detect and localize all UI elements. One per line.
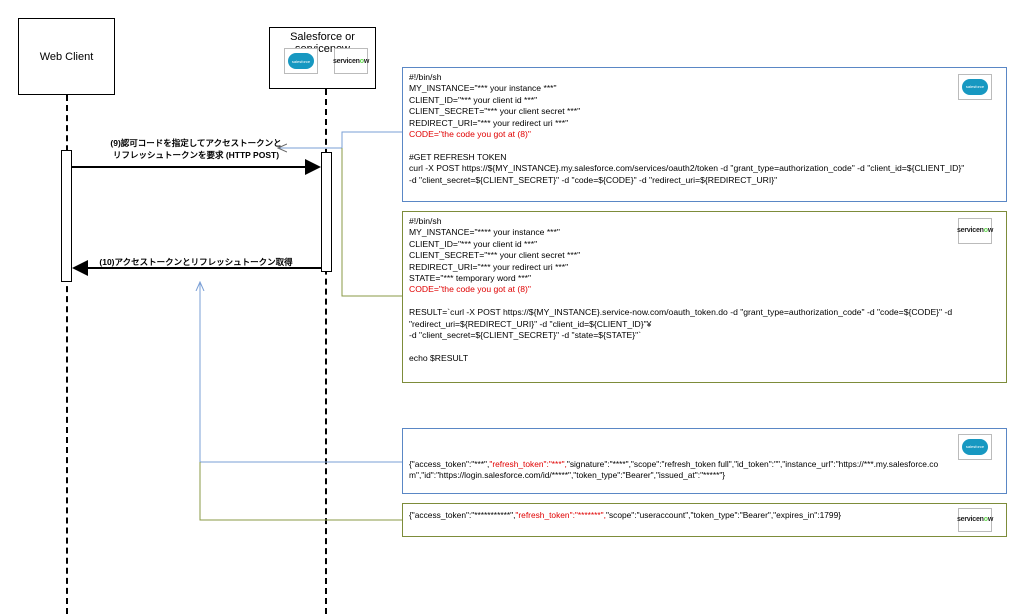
script-line: REDIRECT_URI="*** your redirect uri ***" [409,261,569,272]
servicenow-logo: servicenow [332,48,370,74]
script-line: CLIENT_ID="*** your client id ***" [409,238,538,249]
script-line: #GET REFRESH TOKEN [409,151,507,162]
servicenow-response-box: {"access_token":"***********","refresh_t… [402,503,1007,537]
script-line: curl -X POST https://${MY_INSTANCE}.my.s… [409,163,965,174]
salesforce-cloud-icon: salesforce [962,439,988,455]
script-line: #!/bin/sh [409,216,442,226]
script-line: CODE="the code you got at (8)" [409,284,531,295]
script-line: CODE="the code you got at (8)" [409,129,531,140]
server-actor: Salesforce or servicenow salesforce serv… [269,27,376,89]
web-client-actor: Web Client [18,18,115,95]
script-line [409,296,1000,307]
request-message-line1: (9)認可コードを指定してアクセストークンと [110,138,282,148]
script-line: -d "client_secret=${CLIENT_SECRET}" -d "… [409,330,642,341]
salesforce-logo-text: salesforce [965,84,985,90]
salesforce-refresh-token: "refresh_token":"***", [489,459,567,469]
script-line [409,140,1000,151]
script-line: echo $RESULT [409,352,469,363]
response-message-text: (10)アクセストークンとリフレッシュトークン取得 [99,257,293,267]
script-line [409,341,1000,352]
servicenow-refresh-token: "refresh_token":"*******", [515,510,606,520]
script-line: RESULT=`curl -X POST https://${MY_INSTAN… [409,307,953,318]
server-lifeline [325,89,327,614]
salesforce-cloud-icon: salesforce [962,79,988,95]
server-activation [321,152,332,272]
salesforce-response-callout [200,282,402,463]
servicenow-logo-text: servicenow [956,516,994,524]
salesforce-logo-text: salesforce [291,58,311,64]
script-line: STATE="*** temporary word ***" [409,273,532,284]
script-line: -d "client_secret=${CLIENT_SECRET}" -d "… [409,174,778,185]
web-client-label: Web Client [39,50,94,63]
salesforce-script-logo: salesforce [958,74,992,100]
salesforce-logo: salesforce [284,48,318,74]
script-line: REDIRECT_URI="*** your redirect uri ***" [409,117,569,128]
request-message: (9)認可コードを指定してアクセストークンと リフレッシュトークンを要求 (HT… [80,137,312,161]
salesforce-response-logo: salesforce [958,434,992,460]
script-line: #!/bin/sh [409,72,442,82]
servicenow-script-callout [341,148,402,297]
servicenow-logo-text: servicenow [332,57,370,65]
servicenow-response-callout [199,462,402,521]
web-client-activation [61,150,72,282]
web-client-lifeline [66,95,68,614]
response-message: (10)アクセストークンとリフレッシュトークン取得 [78,256,314,268]
script-line: CLIENT_SECRET="*** your client secret **… [409,106,581,117]
script-line: "redirect_uri=${REDIRECT_URI}" -d "clien… [409,318,652,329]
servicenow-logo-text: servicenow [956,227,994,235]
request-message-line2: リフレッシュトークンを要求 (HTTP POST) [112,150,280,160]
salesforce-response-box: {"access_token":"***","refresh_token":"*… [402,428,1007,494]
salesforce-response-json: {"access_token":"***","refresh_token":"*… [409,459,939,481]
servicenow-script-logo: servicenow [956,218,994,244]
salesforce-script-callout [278,131,402,148]
script-line: MY_INSTANCE="**** your instance ***" [409,227,560,238]
script-line: CLIENT_SECRET="*** your client secret **… [409,250,581,261]
script-line: MY_INSTANCE="*** your instance ***" [409,83,557,94]
salesforce-logo-text: salesforce [965,444,985,450]
servicenow-response-json: {"access_token":"***********","refresh_t… [409,510,842,520]
salesforce-cloud-icon: salesforce [288,53,314,69]
script-line: CLIENT_ID="*** your client id ***" [409,94,538,105]
servicenow-response-logo: servicenow [956,508,994,532]
